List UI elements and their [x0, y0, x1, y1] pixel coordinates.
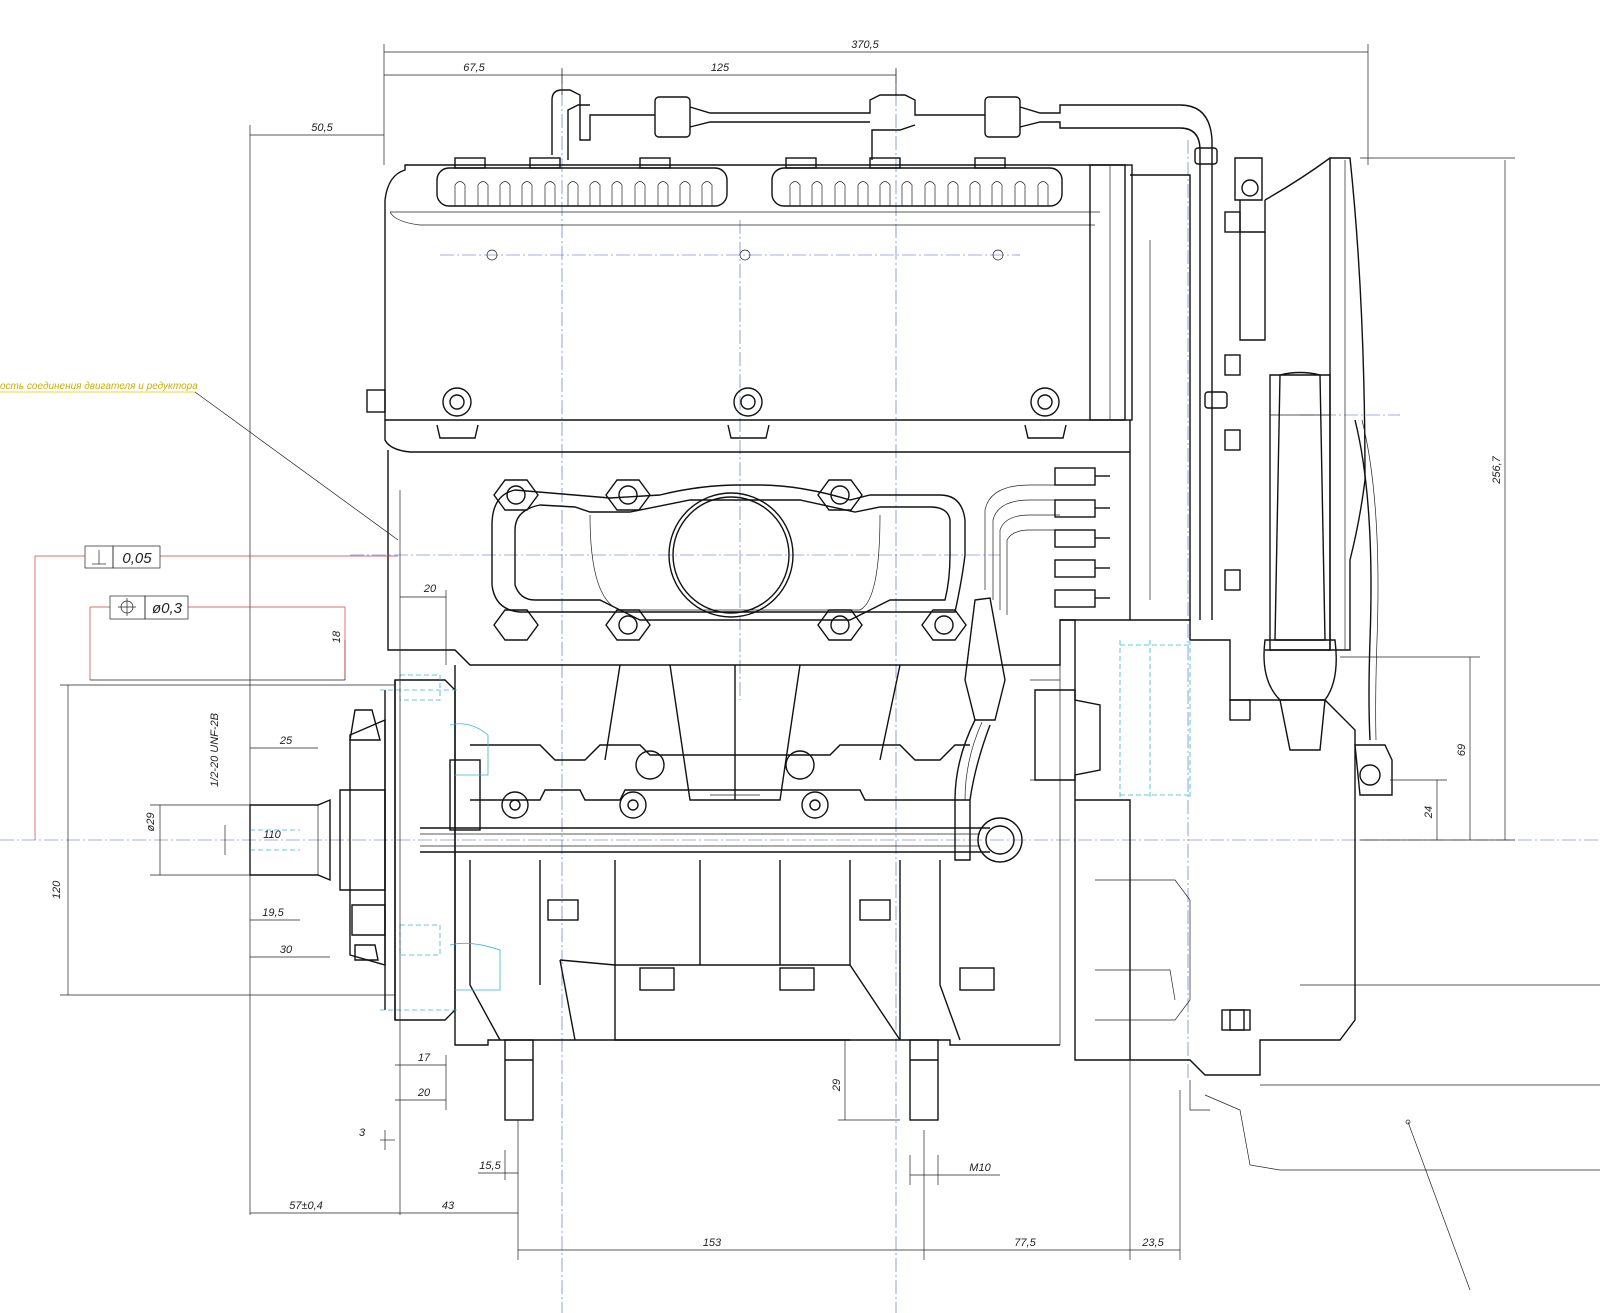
center-lines — [0, 70, 1600, 1313]
dim-69: 69 — [1456, 744, 1468, 756]
dim-overall-width: 370,5 — [851, 39, 879, 51]
dim-19-5: 19,5 — [262, 907, 284, 919]
coolant-pipe — [551, 89, 1218, 165]
dim-20-bottom: 20 — [417, 1087, 431, 1099]
pto-flange — [249, 674, 501, 1021]
dim-43: 43 — [442, 1200, 455, 1212]
position-value-box — [144, 595, 189, 620]
dim-23-5: 23,5 — [1141, 1237, 1164, 1249]
dim-256-7: 256,7 — [1491, 455, 1503, 484]
dim-m10: M10 — [969, 1162, 991, 1174]
dim-57: 57±0,4 — [289, 1200, 323, 1212]
dim-67-5: 67,5 — [463, 62, 485, 74]
position-symbol-box — [109, 595, 146, 620]
dim-120: 120 — [51, 880, 63, 899]
dim-77-5: 77,5 — [1014, 1237, 1036, 1249]
dim-153: 153 — [703, 1237, 722, 1249]
labels: ость соединения двигателя и редуктора 37… — [0, 39, 1503, 1249]
dim-3: 3 — [359, 1127, 366, 1139]
lower-crankcase — [420, 664, 1060, 1121]
perpendicularity-value-box — [112, 545, 161, 569]
dim-15-5: 15,5 — [479, 1160, 501, 1172]
dim-110: 110 — [263, 829, 281, 841]
perpendicularity-value: 0,05 — [122, 550, 152, 567]
joint-plane-note: ость соединения двигателя и редуктора — [0, 381, 198, 392]
dimension-lines — [60, 44, 1515, 1291]
note-leader — [0, 391, 399, 541]
dim-25: 25 — [279, 735, 293, 747]
cylinder-head — [366, 157, 1133, 453]
dim-125: 125 — [711, 62, 730, 74]
dim-29: 29 — [831, 1079, 843, 1092]
dim-dia-29: ø29 — [145, 813, 157, 832]
dim-17: 17 — [418, 1052, 431, 1064]
right-assembly — [1030, 157, 1600, 1171]
crankcase — [387, 450, 1131, 863]
dim-18: 18 — [331, 630, 343, 643]
dim-30: 30 — [280, 944, 293, 956]
dim-24: 24 — [1423, 806, 1435, 819]
thread-callout: 1/2-20 UNF-2B — [209, 713, 221, 787]
tolerance-frames — [34, 545, 398, 840]
dim-50-5: 50,5 — [311, 122, 333, 134]
dim-20-top: 20 — [423, 583, 437, 595]
position-value: ø0,3 — [152, 600, 183, 617]
